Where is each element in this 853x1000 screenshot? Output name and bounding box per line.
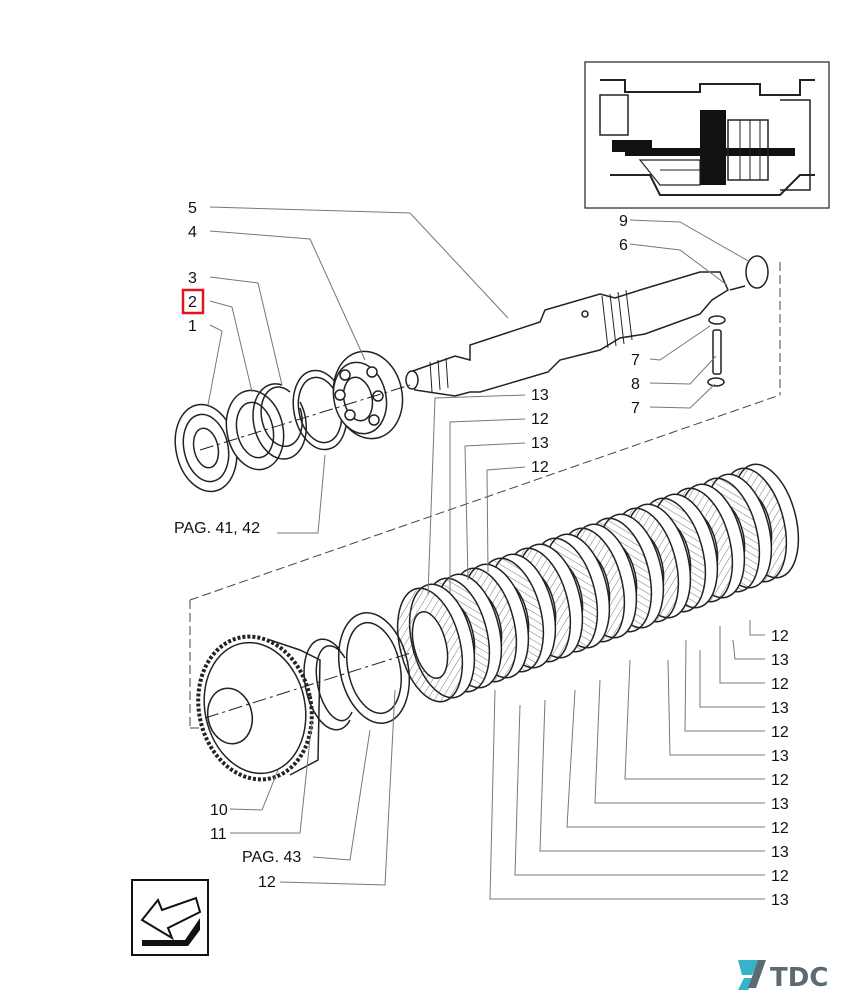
callout-6: 6	[619, 237, 628, 254]
callout-9: 9	[619, 213, 628, 230]
callout-10: 10	[210, 802, 228, 819]
right-callout-6: 13	[771, 748, 789, 765]
lower-axis	[204, 649, 421, 719]
tdc-logo: TDC	[738, 960, 828, 993]
right-callout-2: 13	[771, 652, 789, 669]
page-ref-upper: PAG. 41, 42	[174, 520, 260, 537]
main-shaft	[405, 271, 729, 397]
tdc-logo-icon	[738, 960, 766, 990]
callout-12-top-1: 12	[531, 411, 549, 428]
callout-13-top-2: 13	[531, 435, 549, 452]
page-ref-lower: PAG. 43	[242, 849, 301, 866]
arrow-icon	[140, 896, 202, 946]
callout-4: 4	[188, 224, 197, 241]
callout-13-top-1: 13	[531, 387, 549, 404]
friction-disc	[396, 583, 476, 703]
callout-8: 8	[631, 376, 640, 393]
callout-labels: 5 4 3 2 1 9 6 7 8 7 13 12 13 12 PAG. 41,…	[174, 200, 640, 891]
right-callout-4: 13	[771, 700, 789, 717]
callout-12-bottom: 12	[258, 874, 276, 891]
right-callout-1: 12	[771, 628, 789, 645]
navigation-arrow-button[interactable]	[131, 879, 209, 956]
callout-2: 2	[188, 294, 197, 311]
gear	[196, 634, 321, 782]
pin-and-washers	[707, 255, 769, 387]
right-callout-column: 12 13 12 13 12 13 12 13 12 13 12 13	[771, 628, 789, 909]
callout-1: 1	[188, 318, 197, 335]
leader-lines	[207, 206, 765, 900]
bearing	[332, 350, 404, 440]
right-callout-12: 13	[771, 892, 789, 909]
right-callout-8: 13	[771, 796, 789, 813]
inset-location-drawing	[584, 61, 830, 209]
right-callout-11: 12	[771, 868, 789, 885]
right-callout-3: 12	[771, 676, 789, 693]
right-callout-7: 12	[771, 772, 789, 789]
callout-7-bottom: 7	[631, 400, 640, 417]
right-callout-9: 12	[771, 820, 789, 837]
upper-axis	[199, 384, 411, 451]
clutch-disc-pack	[396, 463, 800, 703]
callout-7-top: 7	[631, 352, 640, 369]
callout-3: 3	[188, 270, 197, 287]
tdc-logo-text: TDC	[770, 963, 828, 993]
highlight-box	[181, 288, 205, 315]
callout-12-top-2: 12	[531, 459, 549, 476]
right-callout-5: 12	[771, 724, 789, 741]
callout-11: 11	[210, 826, 227, 843]
snap-ring-11	[303, 612, 410, 731]
callout-5: 5	[188, 200, 197, 217]
right-callout-10: 13	[771, 844, 789, 861]
